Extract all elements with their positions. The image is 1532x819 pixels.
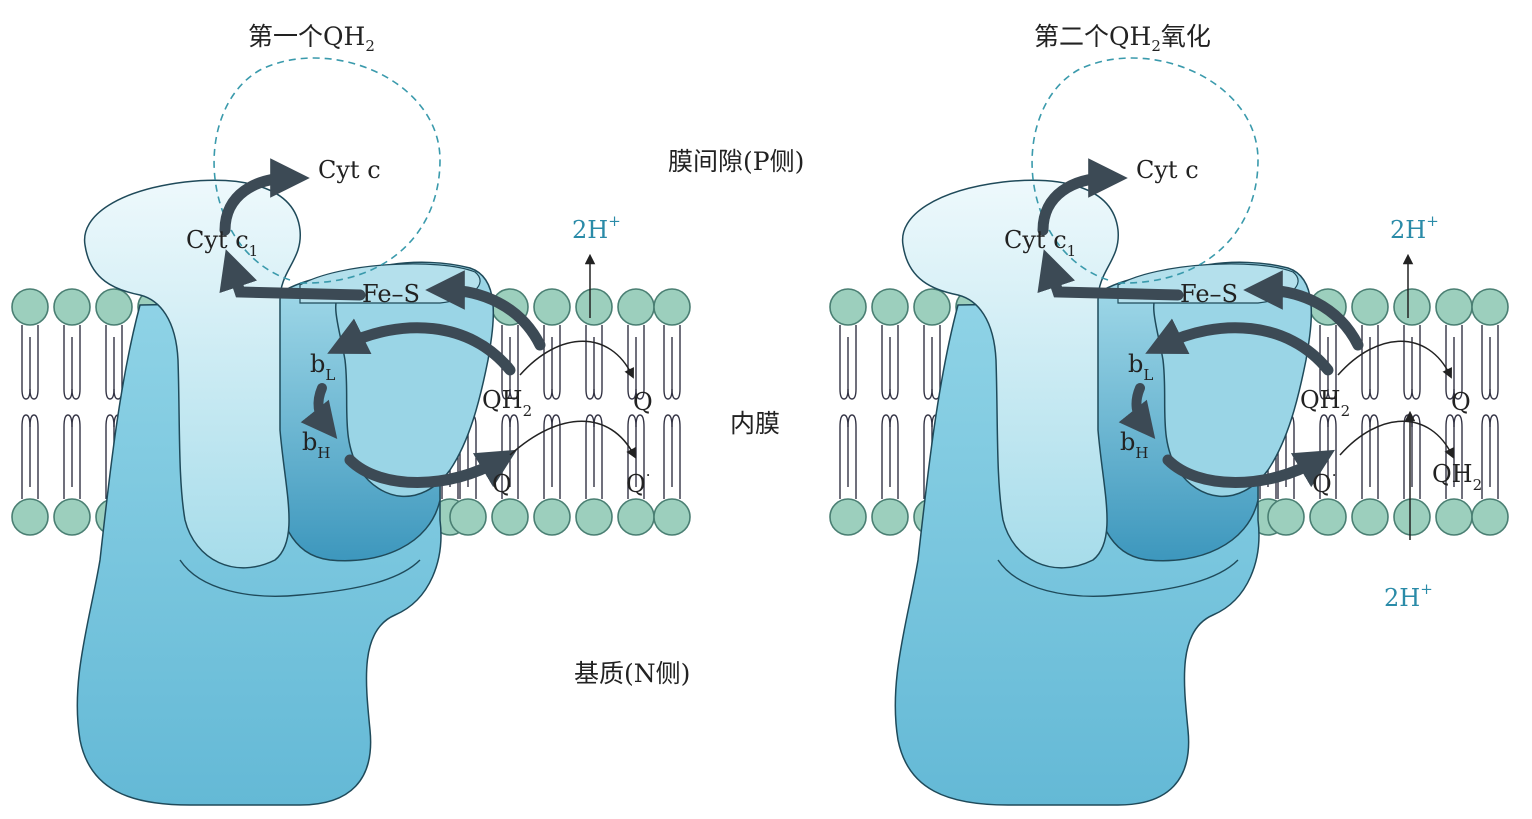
b-l-label-left: bL bbox=[310, 350, 335, 384]
qh2-label-left: QH2 bbox=[482, 386, 532, 420]
q-top-label-left: Q bbox=[633, 388, 653, 416]
panel-title-left: 第一个QH2 bbox=[248, 22, 375, 55]
fe-s-label-right: Fe–S bbox=[1180, 280, 1238, 308]
semiquinone-label-left: Q· bbox=[626, 466, 650, 498]
cyt-c-dashed-circle-right bbox=[1031, 57, 1259, 284]
b-h-label-right: bH bbox=[1120, 428, 1148, 462]
b-h-label-left: bH bbox=[302, 428, 330, 462]
cyt-c-label-left: Cyt c bbox=[318, 156, 381, 184]
bc1-complex-left bbox=[76, 179, 495, 806]
proton-top-label-right: 2H+ bbox=[1390, 212, 1439, 244]
cyt-c1-label-left: Cyt c1 bbox=[186, 226, 258, 260]
p-side-label: 膜间隙(P侧) bbox=[668, 147, 804, 176]
q-cycle-thin-arrows-right bbox=[1337, 253, 1454, 540]
cyt-c-label-right: Cyt c bbox=[1136, 156, 1199, 184]
electron-arrows-left bbox=[219, 158, 546, 488]
q-cycle-thin-arrows-left bbox=[509, 253, 636, 459]
panel-second-qh2: 第二个QH2氧化 Cyt c Cyt c1 Fe–S bL bH QH2 Q Q… bbox=[829, 22, 1509, 806]
panel-first-qh2: 第一个QH2 Cyt c Cyt c1 Fe–S bL bH QH2 Q Q Q… bbox=[11, 22, 691, 806]
bc1-complex-right bbox=[894, 179, 1313, 806]
cyt-c1-label-right: Cyt c1 bbox=[1004, 226, 1076, 260]
q-top-label-right: Q bbox=[1451, 388, 1471, 416]
proton-top-label-left: 2H+ bbox=[572, 212, 621, 244]
semiquinone-label-right: Q· bbox=[1312, 466, 1336, 498]
n-side-label: 基质(N侧) bbox=[574, 659, 690, 688]
proton-bottom-label-right: 2H+ bbox=[1384, 580, 1433, 612]
inner-membrane-label: 内膜 bbox=[730, 409, 780, 438]
b-l-label-right: bL bbox=[1128, 350, 1153, 384]
q-bottom-left-label-left: Q bbox=[492, 470, 512, 498]
qh2-label-right: QH2 bbox=[1300, 386, 1350, 420]
electron-arrows-right bbox=[1037, 158, 1364, 488]
cyt-c-dashed-circle-left bbox=[213, 57, 441, 284]
fe-s-label-left: Fe–S bbox=[362, 280, 420, 308]
qh2-bottom-label-right: QH2 bbox=[1432, 460, 1482, 494]
panel-title-right: 第二个QH2氧化 bbox=[1034, 22, 1211, 55]
